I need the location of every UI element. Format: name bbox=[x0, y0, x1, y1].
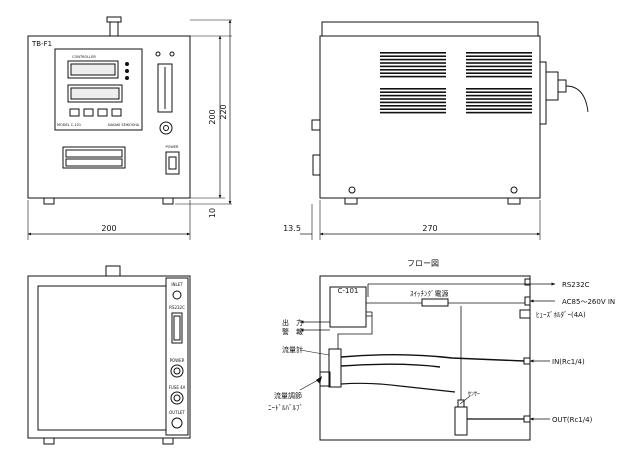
vent-slot bbox=[466, 111, 532, 114]
switching-psu-box bbox=[421, 298, 449, 307]
vent-slot bbox=[466, 91, 532, 93]
vent-slot bbox=[380, 98, 446, 100]
vent-slot bbox=[466, 98, 532, 100]
model-code-label: MODEL C-101 bbox=[57, 123, 81, 127]
vent-slot bbox=[380, 88, 446, 90]
controller-box-label: C-101 bbox=[338, 287, 359, 295]
flow-enclosure bbox=[319, 275, 531, 441]
display-lower bbox=[67, 84, 123, 103]
dim-foot-height: 10 bbox=[208, 208, 217, 218]
flowmeter-box bbox=[328, 348, 342, 388]
vent-slot bbox=[380, 65, 446, 68]
flow-title: フロー図 bbox=[407, 259, 439, 268]
dim-offset: 13.5 bbox=[283, 224, 301, 233]
rs232c-port bbox=[171, 312, 183, 344]
vent-slot bbox=[466, 55, 532, 57]
terminal-block bbox=[62, 146, 126, 169]
flow-diagram bbox=[299, 275, 556, 441]
power-switch bbox=[165, 151, 180, 175]
vent-slot bbox=[466, 52, 532, 54]
display-upper bbox=[67, 60, 119, 79]
front-view bbox=[27, 16, 232, 240]
vent-slot bbox=[380, 69, 446, 71]
in-port-label: IN(Rc1/4) bbox=[552, 358, 585, 366]
vent-slot bbox=[466, 94, 532, 97]
rear-fuse-label: FUSE 4A bbox=[169, 385, 186, 390]
fuse-holder bbox=[170, 391, 184, 405]
vent-slot bbox=[466, 88, 532, 90]
vent-slot bbox=[466, 72, 532, 74]
vent-slot bbox=[466, 65, 532, 68]
dim-body-height: 200 bbox=[208, 109, 217, 124]
vent-slot bbox=[380, 105, 446, 107]
vent-slot bbox=[466, 62, 532, 64]
vent-slot bbox=[380, 108, 446, 110]
vent-slot bbox=[380, 101, 446, 104]
vent-slot bbox=[380, 75, 446, 78]
sensor-label: ｾﾝｻｰ bbox=[468, 391, 480, 398]
vent-slot bbox=[466, 69, 532, 71]
led-2 bbox=[125, 69, 129, 73]
needle-valve-label: ﾆｰﾄﾞﾙﾊﾞﾙﾌﾞ bbox=[268, 404, 303, 412]
vent-slot bbox=[466, 105, 532, 107]
vent-slot bbox=[380, 52, 446, 54]
vent-slot bbox=[380, 55, 446, 57]
out-port-label: OUT(Rc1/4) bbox=[552, 416, 593, 424]
rear-outlet-label: OUTLET bbox=[169, 410, 185, 415]
in-port-symbol bbox=[523, 357, 531, 365]
model-label: TB-F1 bbox=[31, 40, 52, 48]
flowmeter-window bbox=[157, 63, 173, 113]
controller-unit bbox=[54, 48, 143, 131]
vent-slot bbox=[380, 111, 446, 114]
rear-inlet-label: INLET bbox=[171, 282, 183, 287]
dim-depth: 270 bbox=[422, 224, 437, 233]
power-socket bbox=[170, 364, 184, 378]
fuse-holder-symbol bbox=[519, 309, 531, 319]
fuse-holder-label: ﾋｭｰｽﾞﾎﾙﾀﾞｰ(4A) bbox=[536, 311, 586, 319]
power-switch-label: POWER bbox=[166, 145, 180, 149]
maker-label: SAKAKI SEIKOSHA bbox=[108, 123, 140, 127]
rear-rs232c-label: RS232C bbox=[169, 305, 185, 310]
inlet-port bbox=[172, 290, 182, 300]
outlet-port bbox=[171, 417, 183, 429]
side-view bbox=[300, 21, 589, 240]
rs232c-connector-side bbox=[545, 71, 559, 101]
vent-slot bbox=[466, 101, 532, 104]
rear-view bbox=[27, 265, 191, 445]
alarm-label: 警 報 bbox=[282, 327, 303, 336]
dim-width-front: 200 bbox=[101, 224, 116, 233]
dim-total-height: 220 bbox=[219, 104, 228, 119]
led-3 bbox=[125, 76, 129, 80]
vent-slots bbox=[380, 52, 532, 114]
vent-slot bbox=[380, 91, 446, 93]
rs232c-flow-label: RS232C bbox=[562, 281, 590, 289]
key-set bbox=[69, 108, 80, 117]
ac-input-label: AC85～260V IN bbox=[562, 298, 615, 306]
out-port-symbol bbox=[523, 415, 531, 423]
flowmeter-label: 流量計 bbox=[282, 345, 303, 354]
output-label: 出 力 bbox=[282, 318, 303, 327]
sensor-box bbox=[454, 406, 468, 436]
key-mode bbox=[111, 108, 122, 117]
front-panel bbox=[27, 35, 191, 199]
switching-psu-label: ｽｲｯﾁﾝｸﾞ電源 bbox=[410, 289, 449, 298]
vent-slot bbox=[380, 94, 446, 97]
led-1 bbox=[125, 62, 129, 66]
vent-slot bbox=[466, 58, 532, 61]
controller-box bbox=[329, 286, 367, 328]
controller-label: CONTROLLER bbox=[72, 55, 96, 59]
vent-slot bbox=[380, 72, 446, 74]
vent-slot bbox=[466, 75, 532, 78]
vent-slot bbox=[380, 62, 446, 64]
needle-valve-knob bbox=[159, 121, 173, 135]
vent-slot bbox=[466, 108, 532, 110]
rear-power-label: POWER bbox=[170, 358, 185, 363]
key-up bbox=[83, 108, 94, 117]
vent-slot bbox=[380, 58, 446, 61]
flow-adjust-label: 流量調節 bbox=[274, 391, 302, 400]
key-down bbox=[97, 108, 108, 117]
